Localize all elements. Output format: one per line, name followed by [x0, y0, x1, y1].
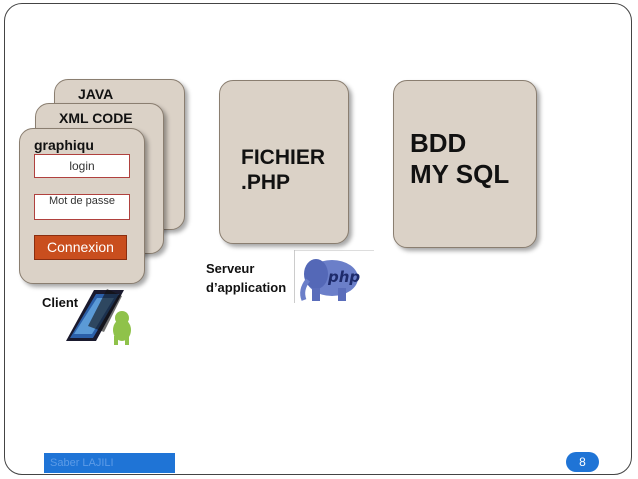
client-label: Client — [42, 295, 79, 310]
server-label: Serveur d’application — [206, 261, 287, 295]
connect-button[interactable]: Connexion — [34, 235, 127, 260]
php-file-label: FICHIER .PHP — [241, 146, 325, 195]
login-field[interactable]: login — [34, 154, 130, 178]
database-label: BDD MY SQL — [410, 128, 510, 190]
login-field-label: login — [69, 159, 95, 173]
footer-author: Saber LAJILI — [44, 453, 175, 473]
password-field-label: Mot de passe — [48, 195, 116, 207]
phone-android-icon — [52, 286, 140, 348]
database-card: BDD MY SQL — [393, 80, 537, 248]
java-layer-label: JAVA — [78, 86, 114, 102]
php-file-card: FICHIER .PHP — [219, 80, 349, 244]
xml-layer-label: XML CODE — [59, 110, 133, 126]
php-elephant-icon: php — [293, 249, 374, 303]
password-field[interactable]: Mot de passe — [34, 194, 130, 220]
svg-text:php: php — [327, 268, 360, 286]
graphique-layer-card: graphiqu e login Mot de passe Connexion — [19, 128, 145, 284]
page-number-badge: 8 — [566, 452, 599, 472]
